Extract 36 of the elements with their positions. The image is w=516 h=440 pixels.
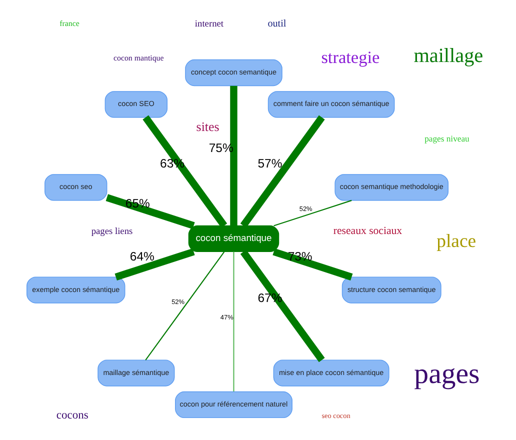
edge-label: 57% <box>258 156 282 171</box>
connector <box>274 200 352 226</box>
label: pages niveau <box>424 134 470 144</box>
label: sites <box>196 118 220 134</box>
node-box: structure cocon semantique <box>342 276 442 304</box>
label: pages <box>414 358 480 390</box>
node-box: mise en place cocon sémantique <box>273 360 390 386</box>
label: outil <box>268 18 286 30</box>
connector <box>240 250 325 362</box>
connector <box>272 248 353 280</box>
label: maillage <box>414 45 484 68</box>
node-box: exemple cocon sémantique <box>26 276 126 304</box>
label: cocons <box>56 410 88 422</box>
connector <box>142 115 228 228</box>
label: strategie <box>321 48 380 68</box>
connector <box>145 252 225 360</box>
node-box: comment faire un cocon sémantique <box>268 91 395 118</box>
connector <box>106 194 195 230</box>
connector <box>233 252 234 392</box>
connector <box>240 115 325 228</box>
node-box: cocon seo <box>44 174 108 201</box>
node-box: concept cocon semantique <box>185 59 282 86</box>
label: pages liens <box>91 226 133 237</box>
connector <box>230 86 238 226</box>
label: internet <box>194 20 224 30</box>
label: reseaux sociaux <box>333 225 402 238</box>
node-box: cocon sémantique <box>188 225 280 252</box>
label: france <box>60 19 80 28</box>
connector <box>114 248 195 280</box>
node-box: cocon semantique methodologie <box>334 174 449 201</box>
edge-label: 64% <box>130 249 154 264</box>
label: cocon mantique <box>114 54 164 63</box>
label: place <box>436 230 476 252</box>
node-box: cocon SEO <box>104 91 168 118</box>
node-box: cocon pour référencement naturel <box>175 391 292 418</box>
node-box: maillage sémantique <box>98 360 175 386</box>
